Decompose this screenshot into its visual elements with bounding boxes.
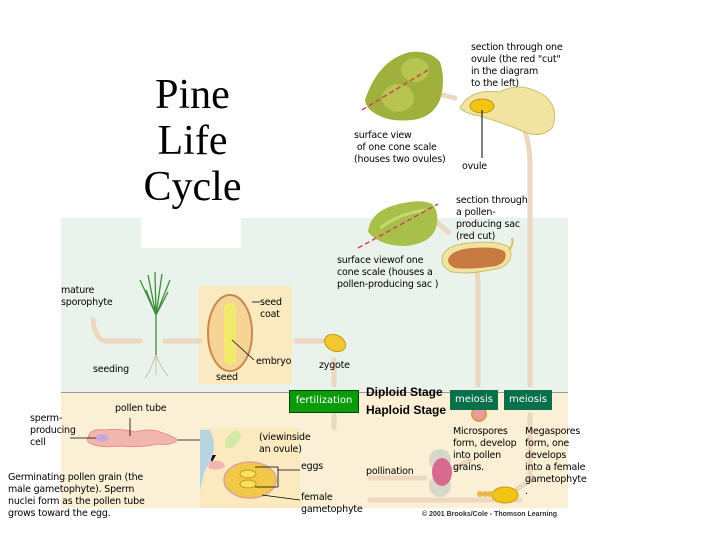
copyright-notice: © 2001 Brooks/Cole - Thomson Learning	[422, 511, 558, 518]
label-surface-view-pollen-scale: surface viewof one cone scale (houses a …	[337, 255, 439, 290]
label-ovule: ovule	[462, 161, 487, 172]
label-seed: seed	[216, 372, 238, 383]
label-section-pollen-sac: section through a pollen- producing sac …	[456, 195, 528, 242]
megaspore-gametophyte-illustration	[477, 486, 519, 504]
zygote-illustration	[323, 333, 347, 353]
fertilization-box: fertilization	[289, 390, 359, 413]
pollen-tube-illustration	[70, 418, 216, 462]
pollen-sac-section	[441, 237, 514, 274]
label-megaspores: Megaspores form, one develops into a fem…	[525, 426, 587, 497]
title-backdrop	[141, 218, 241, 248]
pollen-grain-illustration	[429, 449, 452, 497]
label-germinating-pollen: Germinating pollen grain (the male gamet…	[8, 472, 145, 519]
label-zygote: zygote	[319, 360, 350, 371]
ovule-section	[459, 86, 556, 158]
label-eggs: eggs	[301, 461, 324, 472]
label-mature-sporophyte: mature sporophyte	[61, 285, 113, 308]
label-section-ovule: section through one ovule (the red "cut"…	[471, 42, 563, 89]
seed-illustration	[207, 294, 260, 372]
arrow-pollen-sac-down	[467, 255, 481, 388]
arrow-mega-to-gametophyte	[513, 412, 533, 493]
label-sperm-producing-cell: sperm- producing cell	[30, 413, 76, 448]
label-female-gametophyte: female gametophyte	[301, 492, 363, 515]
ovule-interior-illustration	[200, 430, 301, 501]
meiosis-box-megaspores: meiosis	[504, 390, 552, 410]
label-seed-coat: seed coat	[260, 297, 282, 320]
label-microspores: Microspores form, develop into pollen gr…	[453, 426, 517, 473]
arrow-seedling-left	[90, 317, 143, 344]
meiosis-box-microspores: meiosis	[450, 390, 498, 410]
seedling	[139, 271, 171, 379]
label-embryo: embryo	[256, 356, 292, 367]
label-seeding: seeding	[93, 364, 129, 375]
page-title: Pine Life Cycle	[143, 72, 242, 210]
label-view-inside-ovule: (viewinside an ovule)	[259, 432, 311, 455]
label-surface-view-ovule-scale: surface view of one cone scale (houses t…	[354, 130, 446, 165]
arrow-meiosis-to-pollen	[452, 457, 473, 471]
diploid-stage-label: Diploid Stage	[366, 385, 443, 399]
label-pollen-tube: pollen tube	[115, 403, 167, 414]
haploid-stage-label: Haploid Stage	[366, 403, 447, 417]
pollen-cone-scale-surface	[357, 201, 439, 249]
label-pollination: pollination	[366, 466, 414, 477]
ovule-cone-scale-surface	[361, 51, 443, 121]
